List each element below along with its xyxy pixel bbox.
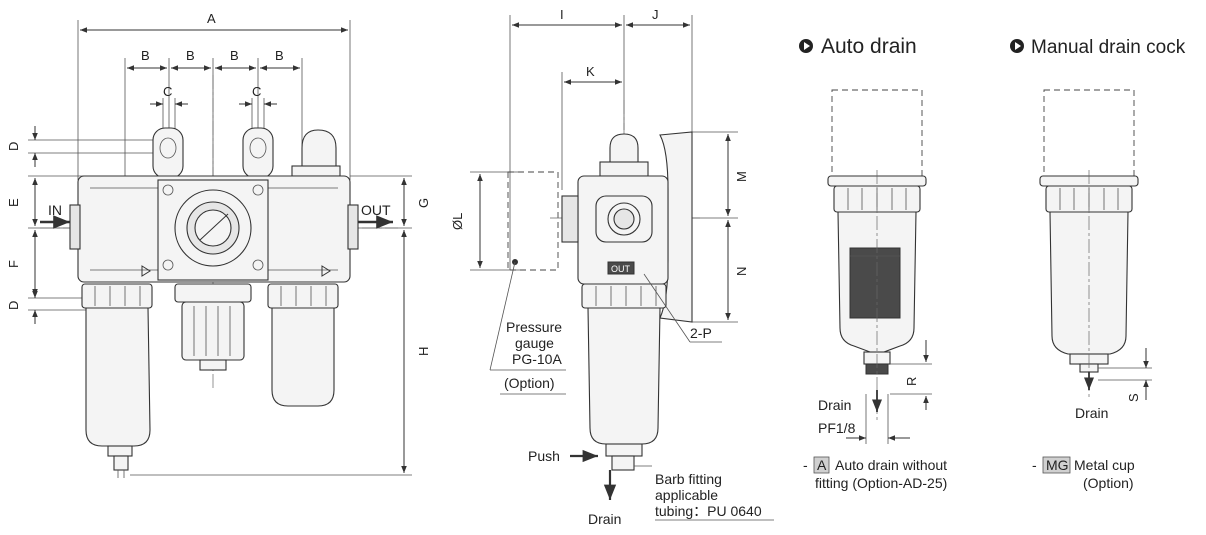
dim-s: S (1126, 393, 1141, 402)
port-label: 2-P (690, 325, 712, 341)
dim-l: ØL (450, 213, 465, 230)
auto-code: A (817, 457, 827, 473)
dim-j: J (652, 7, 659, 22)
auto-desc-2: fitting (Option-AD-25) (815, 475, 947, 491)
dim-n: N (734, 267, 749, 276)
dim-b-4: B (275, 48, 284, 63)
out-tag: OUT (611, 264, 631, 274)
in-label: IN (48, 202, 62, 218)
dim-b-2: B (186, 48, 195, 63)
dim-c-2: C (252, 84, 261, 99)
dim-k: K (586, 64, 595, 79)
dim-a: A (207, 11, 216, 26)
dim-h: H (416, 347, 431, 356)
gauge-option: (Option) (504, 375, 555, 391)
auto-drain-view: Auto drain R Drain PF1/8 - A Auto drain (799, 35, 947, 491)
manual-code: MG (1046, 457, 1069, 473)
dim-m: M (734, 171, 749, 182)
drain-label: Drain (588, 511, 621, 527)
front-view: A B B B B C C D E F D (6, 11, 431, 478)
barb-line-1: Barb fitting (655, 471, 722, 487)
dim-g: G (416, 198, 431, 208)
dim-c-1: C (163, 84, 172, 99)
auto-dash: - (803, 457, 808, 473)
side-view: I J K ØL M N OUT (450, 7, 774, 527)
manual-drain-label: Drain (1075, 405, 1108, 421)
manual-desc-2: (Option) (1083, 475, 1134, 491)
dim-b-3: B (230, 48, 239, 63)
manual-drain-view: Manual drain cock S Drain - MG Metal cup… (1010, 37, 1186, 491)
dim-i: I (560, 7, 564, 22)
gauge-model: PG-10A (512, 351, 562, 367)
dim-f: F (6, 260, 21, 268)
manual-dash: - (1032, 457, 1037, 473)
dim-b-1: B (141, 48, 150, 63)
gauge-line-1: Pressure (506, 319, 562, 335)
dim-d-top: D (6, 142, 21, 151)
dim-e: E (6, 198, 21, 207)
thread-label: PF1/8 (818, 420, 856, 436)
manual-drain-title: Manual drain cock (1031, 37, 1186, 58)
auto-drain-label: Drain (818, 397, 851, 413)
auto-desc-1: Auto drain without (835, 457, 947, 473)
out-label: OUT (361, 202, 391, 218)
dim-r: R (904, 377, 919, 386)
barb-line-2: applicable (655, 487, 718, 503)
dim-d-bottom: D (6, 301, 21, 310)
barb-line-3: tubing：PU 0640 (655, 503, 762, 519)
gauge-line-2: gauge (515, 335, 554, 351)
push-label: Push (528, 448, 560, 464)
manual-desc-1: Metal cup (1074, 457, 1135, 473)
auto-drain-title: Auto drain (821, 35, 917, 58)
